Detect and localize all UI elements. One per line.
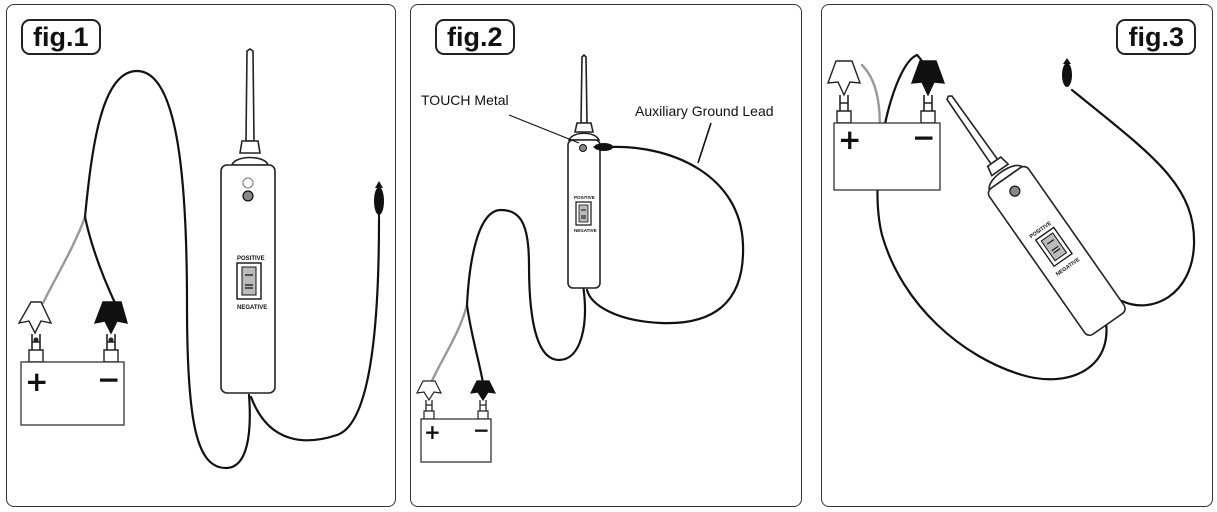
positive-alligator-clip	[17, 301, 53, 363]
ground-alligator-clip	[1062, 58, 1072, 87]
probe-tip	[580, 53, 588, 124]
battery-positive-sign: +	[838, 123, 861, 156]
ground-alligator-clip	[374, 181, 384, 220]
auxiliary-ground-lead-callout: Auxiliary Ground Lead	[635, 103, 774, 119]
probe-lead-wire	[876, 53, 1108, 381]
figure-2-panel: POSITIVE NEGATIVE + − fig.2 TOUCH Met	[410, 4, 802, 507]
battery-negative-sign: −	[97, 363, 120, 396]
figure-3-drawing: + − POSITIVE NEGATIVE	[826, 53, 1196, 381]
auxiliary-ground-lead-wire	[585, 145, 745, 325]
test-probe: POSITIVE NEGATIVE	[946, 95, 1126, 337]
ground-lead-wire	[1070, 88, 1196, 307]
battery-negative-sign: −	[473, 418, 490, 442]
figure-1-panel: + − POSITIVE NEGATIVE fig.1	[6, 4, 396, 507]
figure-1-label: fig.1	[21, 19, 101, 55]
positive-alligator-clip	[826, 60, 862, 124]
battery	[20, 361, 125, 426]
probe-positive-label: POSITIVE	[237, 256, 265, 262]
figure-2-drawing: POSITIVE NEGATIVE + −	[415, 53, 745, 463]
ground-clip-on-probe	[593, 143, 613, 151]
positive-clip-wire	[41, 215, 87, 305]
positive-clip-wire	[429, 303, 469, 385]
figure-2-label: fig.2	[435, 19, 515, 55]
battery	[420, 418, 492, 463]
probe-lead-wire	[465, 208, 587, 362]
touch-metal-callout: TOUCH Metal	[421, 92, 509, 108]
probe-lead-wire	[83, 69, 251, 470]
probe-tip	[245, 48, 255, 142]
probe-tip	[946, 95, 999, 166]
touch-metal-leader	[508, 114, 580, 144]
ground-lead-wire	[249, 218, 381, 442]
probe-negative-label: NEGATIVE	[574, 228, 597, 233]
negative-alligator-clip	[93, 301, 128, 363]
negative-alligator-clip	[910, 60, 946, 124]
probe-led	[242, 190, 254, 202]
probe-led	[1009, 185, 1021, 197]
figure-1-drawing: + − POSITIVE NEGATIVE	[17, 48, 384, 470]
figure-3-label: fig.3	[1116, 19, 1196, 55]
battery-positive-sign: +	[25, 365, 48, 398]
probe-led	[579, 144, 587, 152]
negative-clip-wire	[465, 303, 485, 385]
battery-negative-sign: −	[912, 121, 935, 154]
ground-lead-leader	[697, 122, 712, 164]
negative-alligator-clip	[469, 380, 497, 420]
probe-negative-label: NEGATIVE	[237, 305, 267, 311]
positive-alligator-clip	[415, 380, 443, 420]
battery-positive-sign: +	[424, 420, 441, 444]
figure-3-panel: + − POSITIVE NEGATIVE fig.3	[821, 4, 1213, 507]
negative-clip-wire	[83, 215, 117, 305]
test-probe: POSITIVE NEGATIVE	[567, 53, 601, 289]
test-probe: POSITIVE NEGATIVE	[220, 48, 276, 394]
probe-positive-label: POSITIVE	[574, 195, 595, 200]
battery	[833, 122, 941, 191]
